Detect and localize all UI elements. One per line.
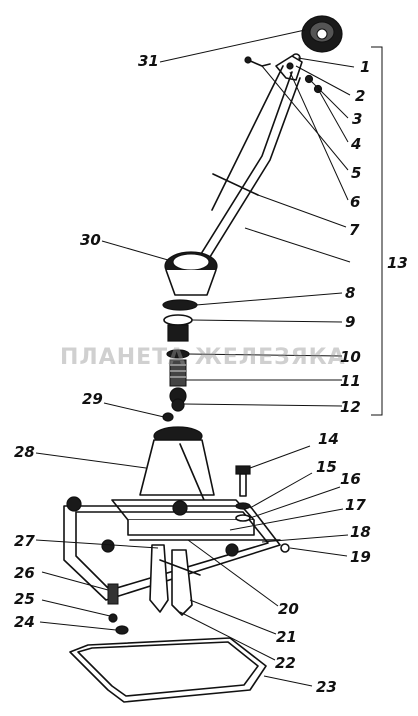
callout-25: 25 xyxy=(14,590,35,608)
callout-22: 22 xyxy=(275,654,296,672)
callout-23: 23 xyxy=(316,678,337,696)
callout-13: 13 xyxy=(387,254,408,272)
callout-labels: 31 1 2 3 4 5 6 7 13 30 8 9 10 11 12 29 2… xyxy=(14,52,408,696)
callout-6: 6 xyxy=(350,193,360,211)
gear-knob xyxy=(301,15,343,53)
callout-30: 30 xyxy=(80,231,101,249)
bolt-14 xyxy=(235,465,251,522)
callout-7: 7 xyxy=(349,221,360,239)
detent-parts xyxy=(107,583,129,635)
callout-27: 27 xyxy=(14,532,35,550)
callout-10: 10 xyxy=(340,348,361,366)
callout-5: 5 xyxy=(351,164,361,182)
shift-forks xyxy=(149,544,201,616)
callout-24: 24 xyxy=(14,613,35,631)
callout-18: 18 xyxy=(350,523,371,541)
bottom-gasket xyxy=(69,637,267,703)
callout-3: 3 xyxy=(352,110,362,128)
callout-19: 19 xyxy=(350,548,371,566)
callout-1: 1 xyxy=(360,58,370,76)
callout-17: 17 xyxy=(345,496,366,514)
lever-lower-stack xyxy=(162,299,198,412)
callout-29: 29 xyxy=(82,390,103,408)
callout-28: 28 xyxy=(14,443,35,461)
watermark: ПЛАНЕТА ЖЕЛЕЗЯКА xyxy=(60,345,346,370)
callout-20: 20 xyxy=(278,600,299,618)
selector-housing xyxy=(111,426,255,536)
callout-31: 31 xyxy=(138,52,159,70)
callout-9: 9 xyxy=(345,313,355,331)
callout-14: 14 xyxy=(318,430,339,448)
gear-lever-rod xyxy=(195,65,301,266)
callout-8: 8 xyxy=(345,284,355,302)
callout-11: 11 xyxy=(340,372,361,390)
callout-2: 2 xyxy=(355,87,365,105)
callout-4: 4 xyxy=(350,135,361,153)
callout-21: 21 xyxy=(276,628,297,646)
callout-15: 15 xyxy=(316,458,337,476)
callout-16: 16 xyxy=(340,470,361,488)
callout-12: 12 xyxy=(340,398,361,416)
leader-lines xyxy=(35,29,355,687)
boot-cover xyxy=(164,251,218,296)
callout-26: 26 xyxy=(14,564,35,582)
